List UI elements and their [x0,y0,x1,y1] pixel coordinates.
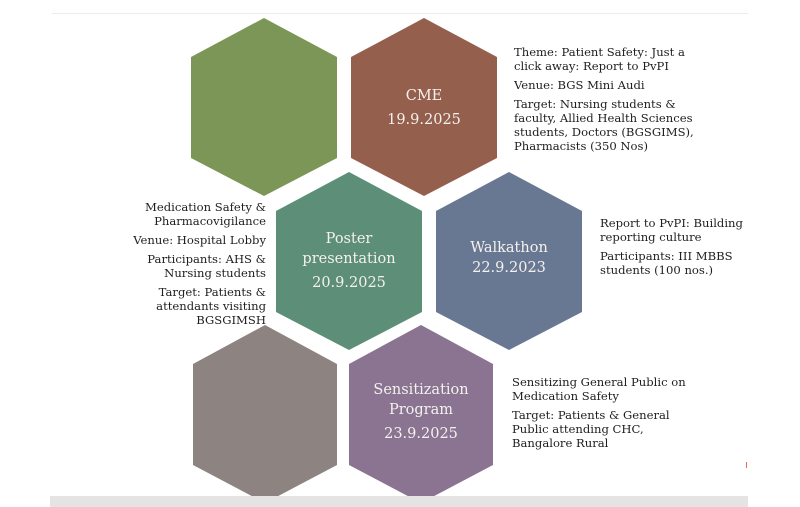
poster-target: Target: Patients & attendants visiting B… [156,285,266,327]
poster-details: Medication Safety & Pharmacovigilance Ve… [112,200,266,332]
sensitization-title-line1: Sensitization [373,382,469,398]
sensitization-label: Sensitization Program 23.9.2025 [351,380,491,448]
cme-label: CME 19.9.2025 [354,86,494,134]
poster-participants: Participants: AHS & Nursing students [147,252,266,280]
sensitization-title-line2: Program [388,402,454,418]
cme-theme: Theme: Patient Safety: Just a click away… [514,45,685,73]
poster-topic: Medication Safety & Pharmacovigilance [145,200,266,228]
poster-title-line1: Poster [325,231,373,247]
cme-target: Target: Nursing students & faculty, Alli… [514,97,694,153]
hexagon-poster [276,172,422,350]
cme-title: CME [405,88,443,104]
walkathon-details: Report to PvPI: Building reporting cultu… [600,216,760,282]
poster-date: 20.9.2025 [312,275,386,291]
walkathon-participants: Participants: III MBBS students (100 nos… [600,249,733,277]
poster-venue: Venue: Hospital Lobby [133,233,266,247]
hexagon-sensitization [349,325,493,503]
top-divider [52,13,748,14]
edge-mark [746,462,747,468]
poster-label: Poster presentation 20.9.2025 [279,229,419,297]
sensitization-details: Sensitizing General Public on Medication… [512,375,707,455]
walkathon-date: 22.9.2023 [472,260,546,276]
bottom-bar [50,496,748,507]
walkathon-title: Walkathon [470,240,548,256]
poster-title-line2: presentation [302,251,396,267]
sensitization-target: Target: Patients & General Public attend… [512,408,670,450]
sensitization-date: 23.9.2025 [384,426,458,442]
sensitization-topic: Sensitizing General Public on Medication… [512,375,686,403]
cme-date: 19.9.2025 [387,112,461,128]
hexagon-green [191,18,337,196]
cme-details: Theme: Patient Safety: Just a click away… [514,45,714,158]
hexagon-mauve [193,325,337,503]
cme-venue: Venue: BGS Mini Audi [514,78,645,92]
walkathon-label: Walkathon 22.9.2023 [439,238,579,282]
hexagon-walkathon [436,172,582,350]
hexagon-cme [351,18,497,196]
walkathon-theme: Report to PvPI: Building reporting cultu… [600,216,743,244]
